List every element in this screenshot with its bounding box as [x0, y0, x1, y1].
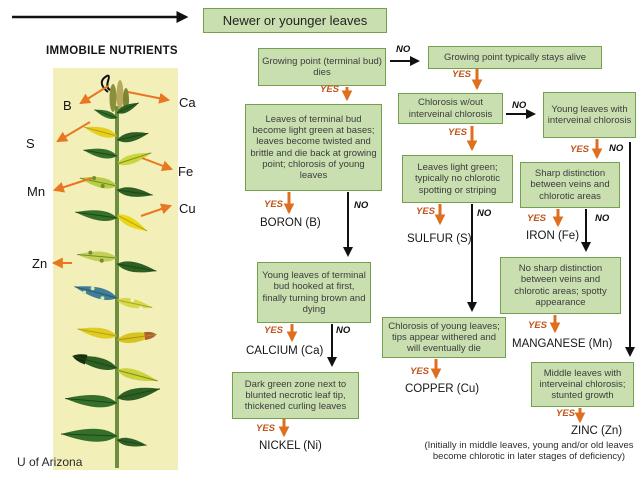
- zinc-note: (Initially in middle leaves, young and/o…: [424, 440, 634, 462]
- no-label: NO: [336, 325, 351, 336]
- nutrient-label-ca: Ca: [179, 95, 196, 110]
- yes-label: YES: [452, 69, 472, 80]
- yes-label: YES: [320, 84, 340, 95]
- no-label: NO: [396, 44, 411, 55]
- result-copper: COPPER (Cu): [405, 383, 480, 395]
- yes-label: YES: [410, 366, 430, 377]
- yes-label: YES: [570, 144, 590, 155]
- node-terminal-bud-light-green: Leaves of terminal bud become light gree…: [245, 104, 382, 191]
- node-middle-leaves: Middle leaves with interveinal chlorosis…: [531, 362, 634, 407]
- yes-label: YES: [448, 127, 468, 138]
- node-no-sharp-distinction: No sharp distinction between veins and c…: [500, 257, 621, 314]
- no-label: NO: [609, 143, 624, 154]
- node-chlorosis-wout: Chlorosis w/out interveinal chlorosis: [398, 93, 503, 124]
- no-label: NO: [354, 200, 369, 211]
- node-dark-green-zone: Dark green zone next to blunted necrotic…: [232, 372, 359, 419]
- node-stays-alive: Growing point typically stays alive: [428, 46, 602, 69]
- node-chlorosis-young: Chlorosis of young leaves; tips appear w…: [382, 317, 506, 358]
- yes-label: YES: [264, 199, 284, 210]
- node-sharp-distinction: Sharp distinction between veins and chlo…: [520, 162, 620, 208]
- result-manganese: MANGANESE (Mn): [512, 338, 613, 350]
- node-young-interveinal: Young leaves with interveinal chlorosis: [543, 92, 636, 138]
- nutrient-label-zn: Zn: [32, 256, 48, 271]
- page-title: Newer or younger leaves: [203, 8, 387, 33]
- result-sulfur: SULFUR (S): [407, 233, 472, 245]
- no-label: NO: [477, 208, 492, 219]
- plant-panel: [53, 68, 178, 470]
- result-boron: BORON (B): [260, 217, 321, 229]
- no-label: NO: [512, 100, 527, 111]
- yes-label: YES: [527, 213, 547, 224]
- result-calcium: CALCIUM (Ca): [246, 345, 324, 357]
- node-young-hooked: Young leaves of terminal bud hooked at f…: [257, 262, 371, 323]
- yes-label: YES: [264, 325, 284, 336]
- yes-label: YES: [256, 423, 276, 434]
- nutrient-label-mn: Mn: [27, 184, 46, 199]
- yes-label: YES: [556, 408, 576, 419]
- node-growing-point-dies: Growing point (terminal bud) dies: [258, 48, 386, 86]
- credit-text: U of Arizona: [17, 455, 83, 469]
- result-zinc: ZINC (Zn): [571, 425, 623, 437]
- nutrient-label-fe: Fe: [178, 164, 194, 179]
- nutrient-label-b: B: [63, 98, 72, 113]
- yes-label: YES: [528, 320, 548, 331]
- no-label: NO: [595, 213, 610, 224]
- result-nickel: NICKEL (Ni): [259, 440, 322, 452]
- node-leaves-light-green: Leaves light green; typically no chlorot…: [402, 155, 513, 203]
- immobile-nutrients-heading: IMMOBILE NUTRIENTS: [46, 45, 178, 57]
- result-iron: IRON (Fe): [526, 230, 580, 242]
- yes-label: YES: [416, 206, 436, 217]
- nutrient-label-cu: Cu: [179, 201, 196, 216]
- nutrient-label-s: S: [26, 136, 35, 151]
